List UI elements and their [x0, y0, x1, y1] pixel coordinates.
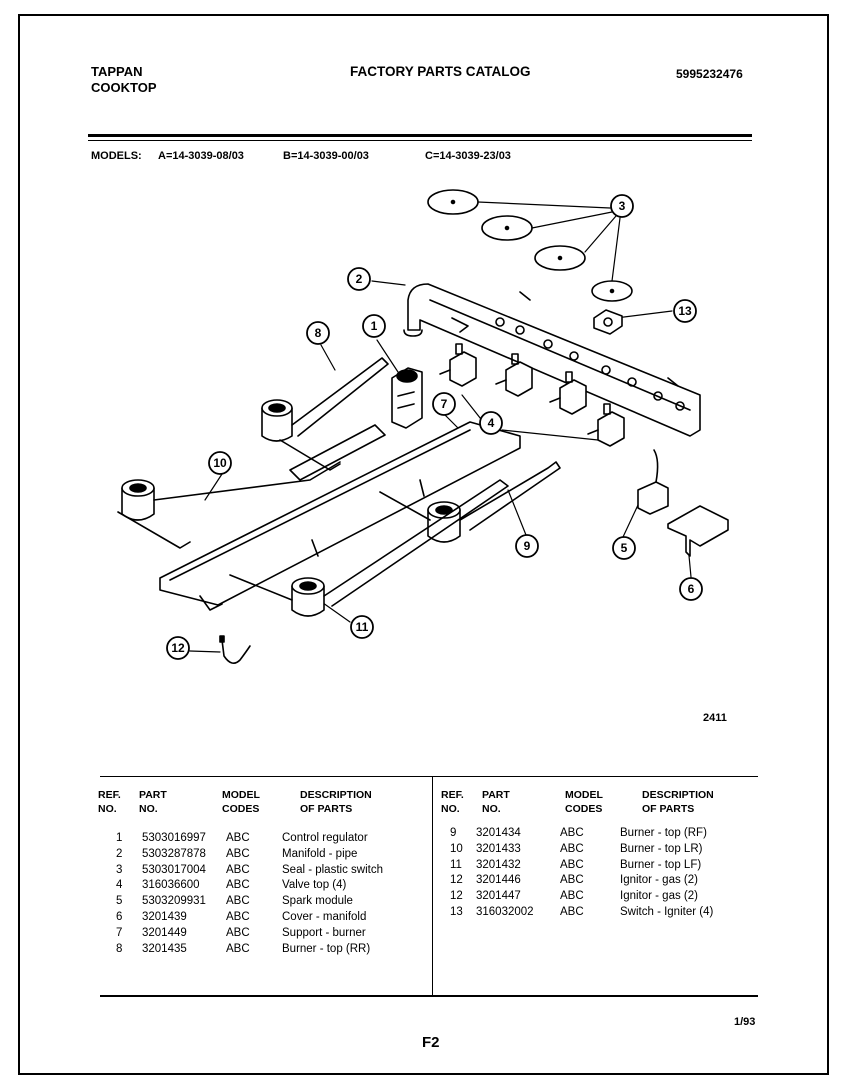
igniter-switch [593, 309, 623, 335]
burner-rr [261, 357, 389, 471]
page-number: F2 [422, 1034, 440, 1051]
header-rule [88, 134, 752, 137]
burner-lr [117, 461, 341, 549]
svg-text:10: 10 [213, 456, 227, 470]
burner-lf [229, 479, 509, 617]
burner-support-frame [159, 421, 521, 611]
product-name: COOKTOP [91, 80, 157, 95]
svg-text:5: 5 [621, 541, 628, 555]
svg-text:9: 9 [524, 539, 531, 553]
valve-tops [439, 343, 625, 447]
brand-block: TAPPAN COOKTOP [91, 64, 157, 96]
table-top-rule [100, 776, 758, 777]
callout-11: 11 [350, 615, 374, 639]
page-frame [18, 14, 829, 1075]
catalog-title: FACTORY PARTS CATALOG [350, 64, 531, 79]
burner-rf [379, 461, 561, 543]
manifold-orifices [495, 317, 685, 411]
figure-number: 2411 [703, 712, 727, 724]
callouts: 1 2 3 4 5 6 7 8 9 10 11 12 13 [166, 194, 703, 660]
callout-9: 9 [515, 534, 539, 558]
manifold-cover [667, 505, 729, 557]
models-label: MODELS: [91, 150, 142, 162]
callout-2: 2 [347, 267, 371, 291]
svg-text:7: 7 [441, 397, 448, 411]
revision-date: 1/93 [734, 1016, 756, 1028]
callout-7: 7 [432, 392, 456, 416]
svg-text:2: 2 [356, 272, 363, 286]
brand-name: TAPPAN [91, 64, 143, 79]
callout-4: 4 [479, 411, 503, 435]
spark-module [637, 449, 669, 515]
svg-text:12: 12 [171, 641, 185, 655]
svg-text:4: 4 [488, 416, 495, 430]
callout-1: 1 [362, 314, 386, 338]
callout-3: 3 [610, 194, 634, 218]
svg-text:8: 8 [315, 326, 322, 340]
control-regulator [391, 367, 423, 429]
catalog-number: 5995232476 [676, 67, 743, 81]
callout-8: 8 [306, 321, 330, 345]
callout-10: 10 [208, 451, 232, 475]
model-a: A=14-3039-08/03 [158, 150, 244, 162]
table-bottom-rule [100, 995, 758, 997]
svg-text:3: 3 [619, 199, 626, 213]
header-ref-left: REF.NO. [98, 789, 121, 815]
svg-text:1: 1 [371, 319, 378, 333]
header-rule-thin [88, 140, 752, 141]
seal-discs [427, 189, 633, 302]
table-divider [432, 776, 433, 995]
callout-12: 12 [166, 636, 190, 660]
svg-text:11: 11 [356, 620, 369, 634]
callout-6: 6 [679, 577, 703, 601]
model-c: C=14-3039-23/03 [425, 150, 511, 162]
svg-text:13: 13 [678, 304, 692, 318]
callout-5: 5 [612, 536, 636, 560]
model-b: B=14-3039-00/03 [283, 150, 369, 162]
manifold-pipe [403, 283, 701, 437]
svg-text:6: 6 [688, 582, 695, 596]
callout-13: 13 [673, 299, 697, 323]
ignitor-wire [219, 635, 251, 664]
header-ref-right: REF.NO. [441, 789, 464, 815]
exploded-parts-diagram: 1 2 3 4 5 6 7 8 9 10 11 12 13 [117, 189, 729, 664]
